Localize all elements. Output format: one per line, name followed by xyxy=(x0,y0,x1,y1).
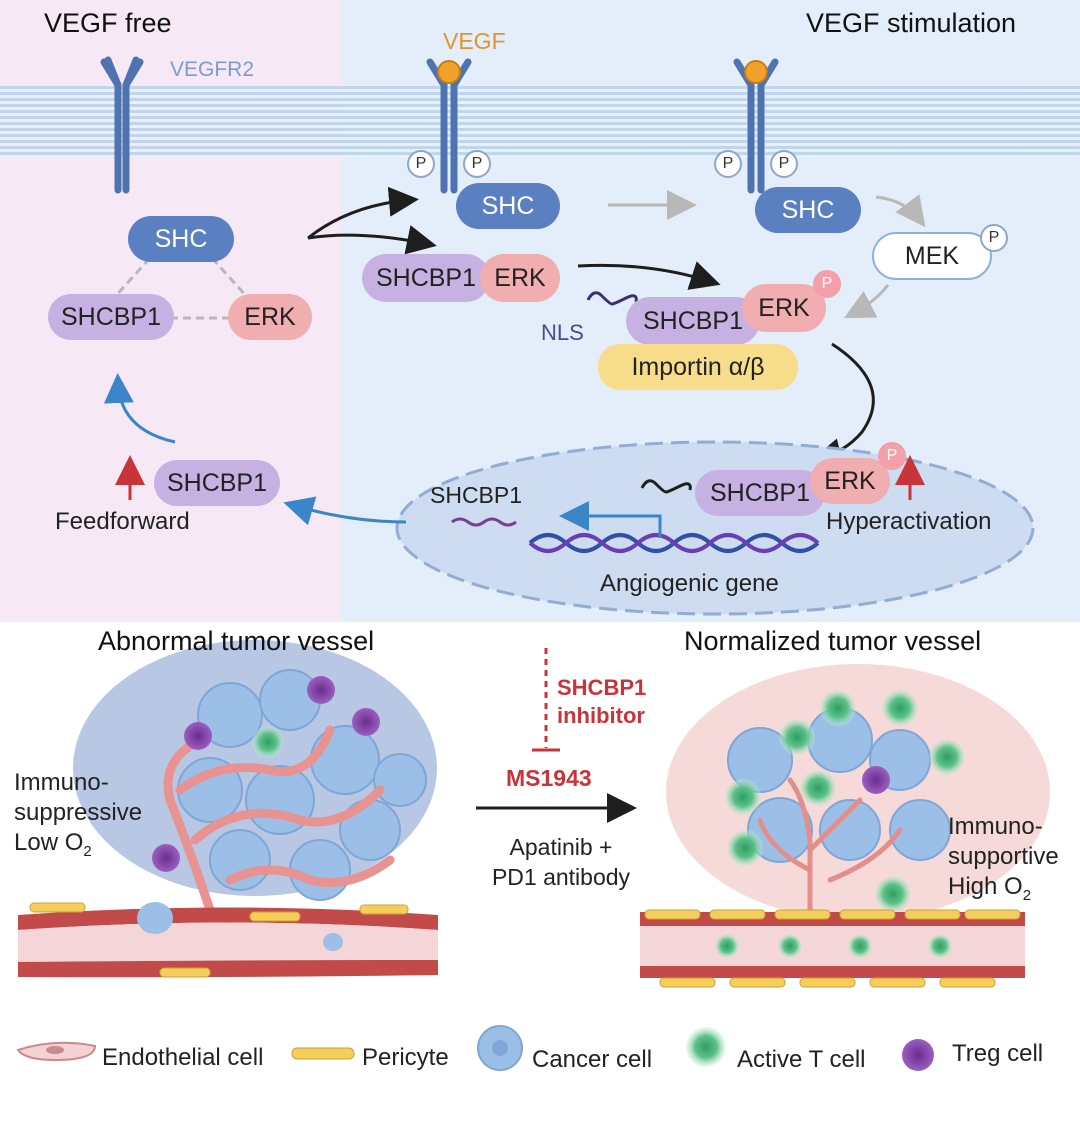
pericytes-left xyxy=(29,902,409,978)
cell-membrane xyxy=(0,86,1080,158)
ms1943-label: MS1943 xyxy=(506,765,592,791)
vegf-stimulation-title: VEGF stimulation xyxy=(806,8,1017,38)
shc-protein-bound-2: SHC xyxy=(755,187,861,233)
vessel-wall-bottom xyxy=(18,960,438,978)
shcbp1-protein: SHCBP1 xyxy=(362,254,490,302)
phospho-icon: P xyxy=(980,224,1008,252)
legend-active-t-cell: Active T cell xyxy=(737,1046,866,1073)
erk-protein-phospho: ERK xyxy=(742,284,826,332)
treg-cell xyxy=(862,766,890,794)
vegf-label: VEGF xyxy=(443,28,506,54)
vessel-wall-top xyxy=(18,907,438,930)
mek-protein: MEK xyxy=(872,232,992,280)
vessel-wall-bottom xyxy=(640,966,1025,978)
t-cells-in-vessel xyxy=(715,934,952,958)
legend-pericyte: Pericyte xyxy=(362,1044,449,1071)
cancer-cell xyxy=(323,933,343,951)
shcbp1-protein: SHCBP1 xyxy=(626,297,760,345)
pericyte-icon xyxy=(291,1047,355,1060)
shcbp1-protein: SHCBP1 xyxy=(48,294,174,340)
vegfr2-receptor-free xyxy=(100,56,144,194)
shcbp1-protein-feedforward: SHCBP1 xyxy=(154,460,280,506)
shc-protein-bound: SHC xyxy=(456,183,560,229)
immunosupportive-label: Immuno- supportive High O2 xyxy=(948,813,1059,904)
dna-helix xyxy=(528,533,820,553)
active-t-cell xyxy=(252,726,284,758)
legend-treg: Treg cell xyxy=(952,1040,1044,1067)
shcbp1-mrna-label: SHCBP1 xyxy=(430,482,523,508)
abnormal-vessel-title: Abnormal tumor vessel xyxy=(98,626,375,656)
legend-cancer: Cancer cell xyxy=(532,1046,653,1073)
treg-cell-icon xyxy=(902,1039,934,1071)
vegfr2-receptor-stim-2 xyxy=(733,58,779,194)
legend-endothelial: Endothelial cell xyxy=(102,1044,264,1071)
immunosuppressive-label: Immuno- suppressive Low O2 xyxy=(14,769,143,860)
nls-label: NLS xyxy=(541,320,584,345)
phospho-icon: P xyxy=(714,150,742,178)
erk-protein: ERK xyxy=(480,254,560,302)
nls-icon xyxy=(586,291,638,306)
pericytes-right xyxy=(644,909,1021,988)
vegf-ligand-2 xyxy=(744,60,768,84)
treg-cell xyxy=(152,844,180,872)
phospho-icon: P xyxy=(770,150,798,178)
vessel-lumen xyxy=(18,922,438,962)
vegf-free-title: VEGF free xyxy=(44,8,172,38)
erk-protein: ERK xyxy=(228,294,312,340)
vessel-lumen xyxy=(640,926,1025,966)
treg-cell xyxy=(352,708,380,736)
abnormal-vessels xyxy=(163,725,395,915)
shc-protein: SHC xyxy=(128,216,234,262)
phospho-icon: P xyxy=(878,442,906,470)
nls-nuclear-icon xyxy=(640,479,692,494)
vegf-ligand-1 xyxy=(437,60,461,84)
importin-complex: Importin α/β xyxy=(598,344,798,390)
vegfr2-receptor-stim-1 xyxy=(426,58,472,194)
active-t-cells-right xyxy=(725,690,965,912)
vegfr2-label: VEGFR2 xyxy=(170,58,255,81)
normalized-vessel-title: Normalized tumor vessel xyxy=(684,626,982,656)
hyperactivation-label: Hyperactivation xyxy=(826,508,992,535)
phospho-icon: P xyxy=(813,270,841,298)
feedforward-label: Feedforward xyxy=(55,508,190,535)
phospho-icon: P xyxy=(407,150,435,178)
active-t-cell-icon xyxy=(686,1027,726,1067)
complex-links xyxy=(110,256,250,320)
cancer-cells-right xyxy=(727,707,951,863)
treatment-label: Apatinib + PD1 antibody xyxy=(491,834,631,890)
phospho-icon: P xyxy=(463,150,491,178)
treg-cell xyxy=(184,722,212,750)
cancer-cell xyxy=(137,902,173,934)
shcbp1-protein-nuclear: SHCBP1 xyxy=(695,470,825,516)
erk-protein-nuclear: ERK xyxy=(810,458,890,504)
treg-cell xyxy=(307,676,335,704)
shcbp1-inhibitor-label: SHCBP1 inhibitor xyxy=(557,675,647,728)
mrna-icon xyxy=(451,517,517,527)
cancer-cells-left xyxy=(177,669,427,901)
angiogenic-gene-label: Angiogenic gene xyxy=(600,570,779,597)
normalized-vessels xyxy=(757,777,903,913)
